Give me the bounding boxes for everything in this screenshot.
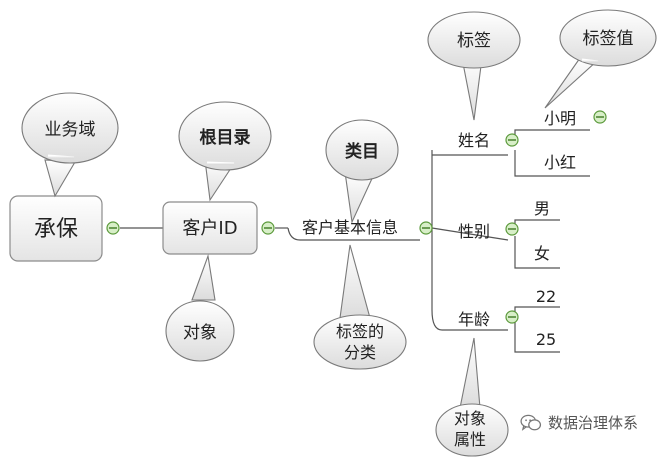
attribute-age-label[interactable]: 年龄 <box>458 310 490 329</box>
attribute-name-collapse-toggle[interactable] <box>505 133 519 147</box>
root-node[interactable]: 承保 <box>9 195 103 262</box>
attribute-gender-label[interactable]: 性别 <box>458 222 490 241</box>
callout-object-attribute: 对象 属性 <box>435 337 509 457</box>
callout-tag: 标签 <box>427 11 521 121</box>
callout-tag-text: 标签 <box>457 31 491 51</box>
category-collapse-toggle[interactable] <box>419 221 433 235</box>
wechat-icon <box>520 414 542 431</box>
value-xiaoming-collapse-toggle[interactable] <box>593 110 607 124</box>
object-node-label: 客户ID <box>182 218 237 239</box>
callout-object-attribute-line2: 属性 <box>454 430 486 449</box>
root-collapse-toggle[interactable] <box>106 221 120 235</box>
attribute-name-label[interactable]: 姓名 <box>458 131 490 150</box>
callout-object: 对象 <box>165 253 235 362</box>
object-collapse-toggle[interactable] <box>261 221 275 235</box>
callout-tag-classification-line2: 分类 <box>344 343 376 362</box>
callout-object-attribute-line1: 对象 <box>454 409 486 428</box>
callout-object-text: 对象 <box>183 323 217 343</box>
footer-brand: 数据治理体系 <box>548 414 639 432</box>
callout-category-text: 类目 <box>345 141 379 162</box>
callout-business-domain-text: 业务域 <box>45 120 96 140</box>
value-xiaoming[interactable]: 小明 <box>544 109 576 128</box>
callout-tag-value-text: 标签值 <box>583 29 634 49</box>
object-node[interactable]: 客户ID <box>162 201 258 255</box>
category-node-label[interactable]: 客户基本信息 <box>302 218 398 237</box>
callout-business-domain: 业务域 <box>21 92 119 198</box>
value-age-22[interactable]: 22 <box>536 287 556 306</box>
callout-tag-value: 标签值 <box>544 9 657 109</box>
value-xiaohong[interactable]: 小红 <box>544 153 576 172</box>
callout-tag-classification-line1: 标签的 <box>336 322 384 341</box>
callout-category: 类目 <box>325 119 399 224</box>
root-label: 承保 <box>34 217 78 242</box>
value-male[interactable]: 男 <box>534 199 550 218</box>
callout-tag-classification: 标签的 分类 <box>313 244 407 370</box>
attribute-age-collapse-toggle[interactable] <box>505 310 519 324</box>
value-age-25[interactable]: 25 <box>536 330 556 349</box>
callout-root-directory-text: 根目录 <box>200 127 251 148</box>
value-female[interactable]: 女 <box>534 244 550 263</box>
attribute-gender-collapse-toggle[interactable] <box>505 222 519 236</box>
callout-root-directory: 根目录 <box>178 101 272 202</box>
footer-watermark: 数据治理体系 <box>520 412 638 433</box>
